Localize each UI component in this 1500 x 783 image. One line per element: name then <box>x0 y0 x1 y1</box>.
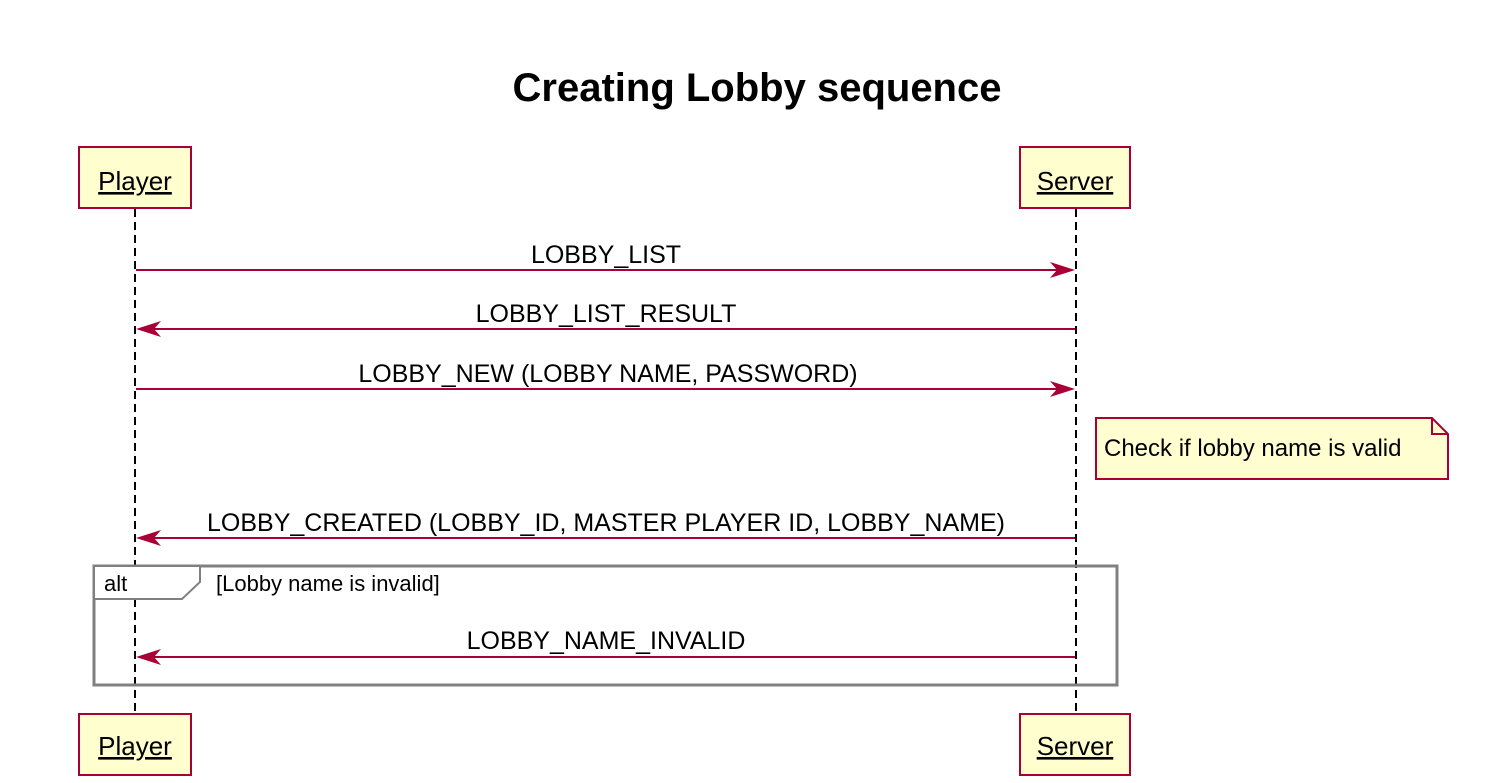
arrowhead-left-icon <box>136 321 161 337</box>
participant-label-server: Server <box>1037 166 1114 196</box>
participant-player-bottom[interactable]: Player <box>78 713 192 776</box>
arrowhead-left-icon <box>136 530 161 546</box>
alt-fragment-tab <box>93 565 201 600</box>
participant-label-player: Player <box>98 166 172 196</box>
message-label: LOBBY_NEW (LOBBY NAME, PASSWORD) <box>358 360 857 388</box>
message-lobby-list[interactable]: LOBBY_LIST <box>136 241 1075 278</box>
message-label: LOBBY_CREATED (LOBBY_ID, MASTER PLAYER I… <box>207 509 1005 537</box>
message-label: LOBBY_NAME_INVALID <box>467 627 746 655</box>
alt-guard: [Lobby name is invalid] <box>216 571 440 596</box>
participant-server-bottom[interactable]: Server <box>1019 713 1131 776</box>
message-label: LOBBY_LIST_RESULT <box>476 300 737 328</box>
alt-fragment[interactable]: alt [Lobby name is invalid] <box>92 564 1119 687</box>
participant-server-top[interactable]: Server <box>1019 146 1131 209</box>
message-lobby-created[interactable]: LOBBY_CREATED (LOBBY_ID, MASTER PLAYER I… <box>136 509 1075 546</box>
message-lobby-new[interactable]: LOBBY_NEW (LOBBY NAME, PASSWORD) <box>136 360 1075 397</box>
arrowhead-right-icon <box>1050 381 1075 397</box>
alt-keyword: alt <box>104 571 127 596</box>
participant-player-top[interactable]: Player <box>78 146 192 209</box>
message-label: LOBBY_LIST <box>531 241 681 269</box>
participant-label-server-bottom: Server <box>1037 731 1114 761</box>
diagram-title: Creating Lobby sequence <box>513 66 1002 110</box>
participant-label-player-bottom: Player <box>98 731 172 761</box>
arrowhead-left-icon <box>136 649 161 665</box>
note-check-lobby-name[interactable]: Check if lobby name is valid <box>1095 417 1449 480</box>
note-text: Check if lobby name is valid <box>1104 435 1401 462</box>
message-lobby-name-invalid[interactable]: LOBBY_NAME_INVALID <box>136 627 1075 665</box>
arrowhead-right-icon <box>1050 262 1075 278</box>
message-lobby-list-result[interactable]: LOBBY_LIST_RESULT <box>136 300 1075 337</box>
note-fold-icon <box>1431 418 1448 435</box>
